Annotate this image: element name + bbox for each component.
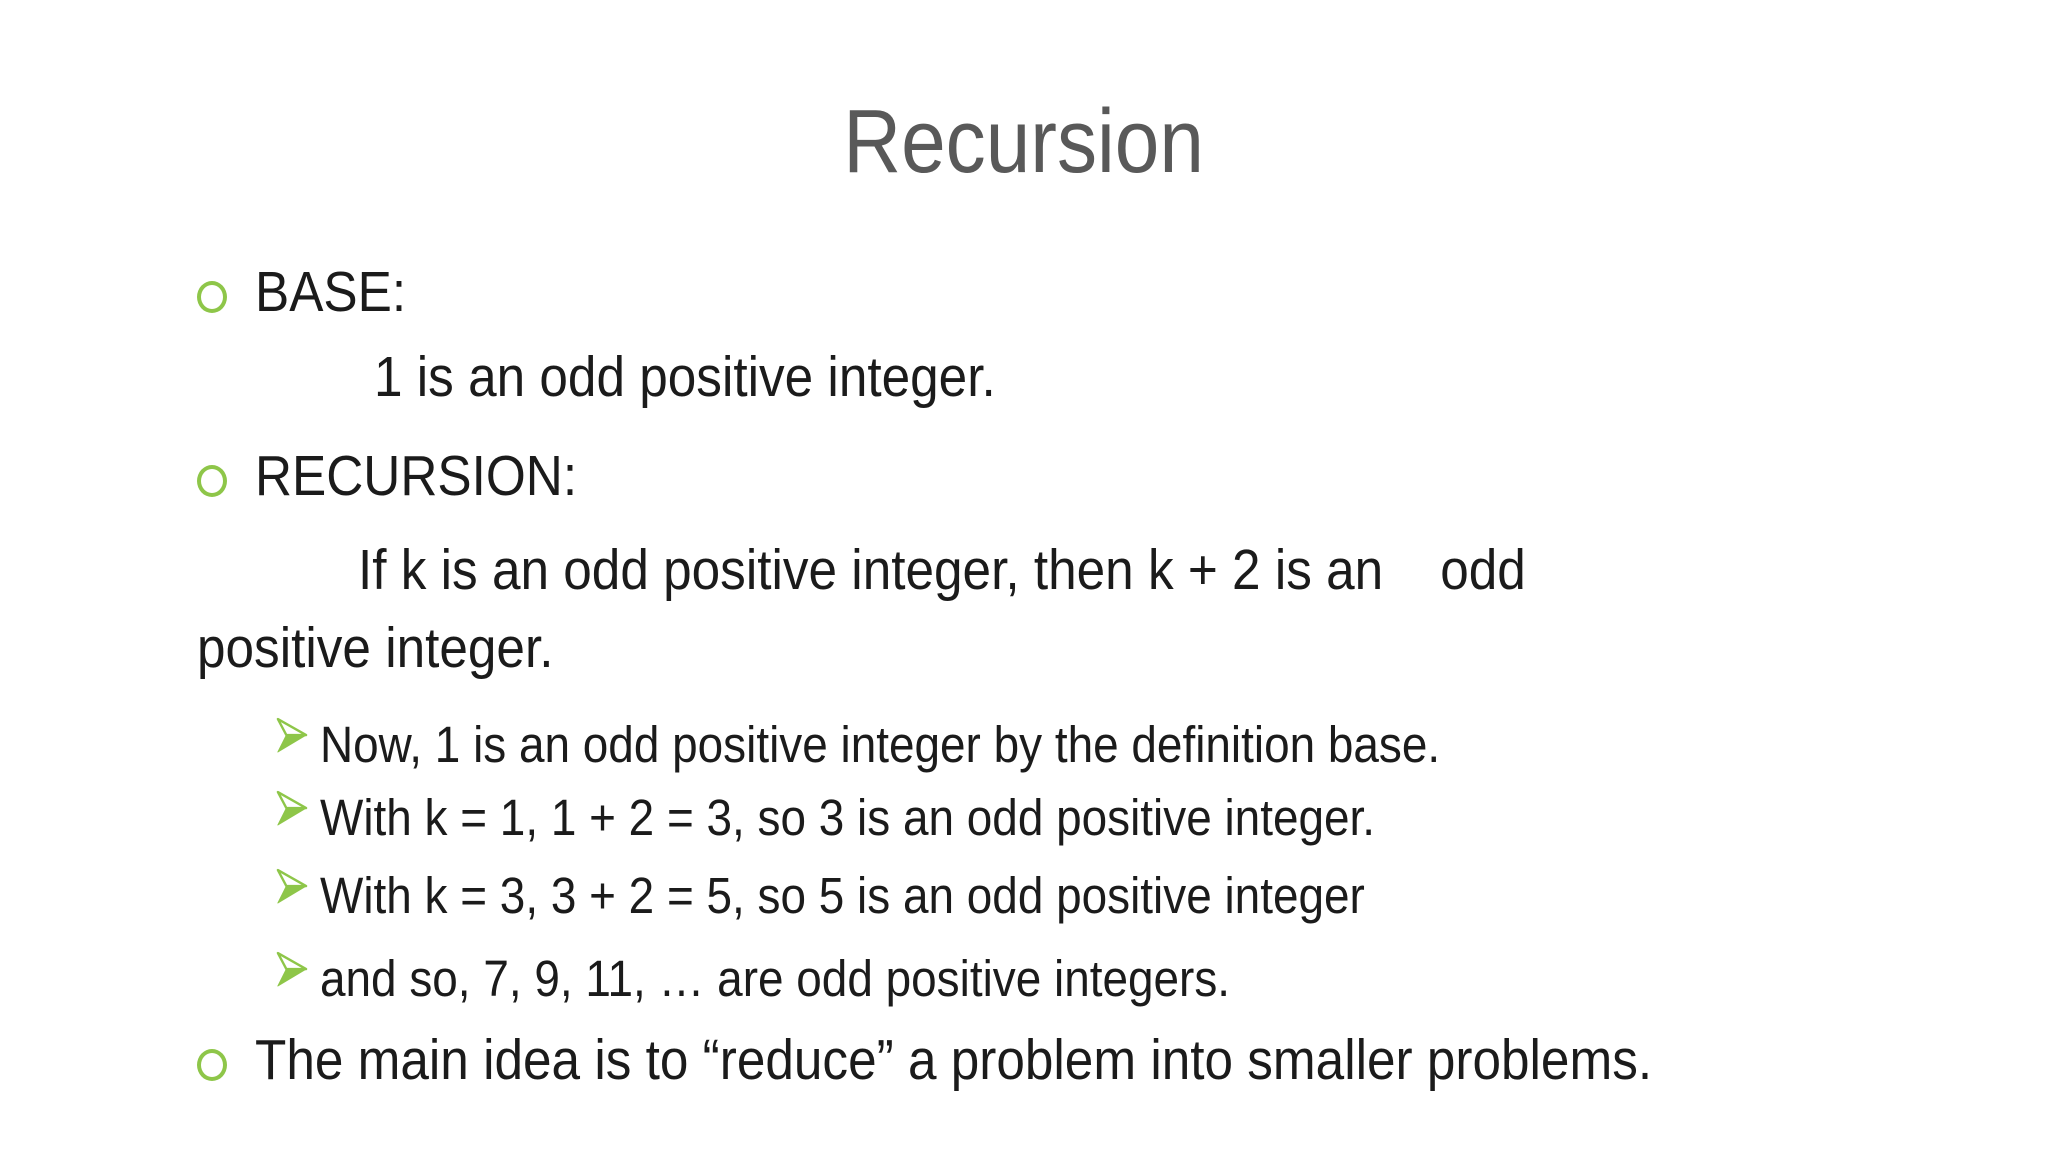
bullet-item-text: BASE:	[255, 260, 407, 324]
slide-title: Recursion	[0, 93, 2048, 192]
circle-bullet-icon	[197, 1049, 227, 1081]
bullet-item-base: BASE:	[197, 258, 423, 326]
circle-bullet-icon	[197, 281, 227, 313]
bullet-item-text: The main idea is to “reduce” a problem i…	[255, 1028, 1653, 1092]
arrow-bullet-icon	[276, 951, 308, 987]
slide-title-text: Recursion	[843, 92, 1205, 192]
bullet-item-recursion: RECURSION:	[197, 442, 613, 510]
bullet-item-recursion-body-line1: If k is an odd positive integer, then k …	[358, 536, 1656, 604]
sub-bullet-item-text: and so, 7, 9, 11, … are odd positive int…	[320, 950, 1231, 1007]
bullet-item-recursion-body-line2: positive integer.	[197, 614, 593, 682]
bullet-item-text: 1 is an odd positive integer.	[374, 345, 996, 409]
arrow-bullet-icon	[276, 868, 308, 904]
sub-bullet-item-now: Now, 1 is an odd positive integer by the…	[276, 714, 1565, 775]
sub-bullet-item-text: With k = 3, 3 + 2 = 5, so 5 is an odd po…	[320, 867, 1365, 924]
bullet-item-text: RECURSION:	[255, 444, 578, 508]
circle-bullet-icon	[197, 465, 227, 497]
bullet-item-text: positive integer.	[197, 616, 554, 680]
bullet-item-text: If k is an odd positive integer, then k …	[358, 538, 1526, 602]
sub-bullet-item-k1: With k = 1, 1 + 2 = 3, so 3 is an odd po…	[276, 787, 1492, 848]
arrow-bullet-icon	[276, 717, 308, 753]
sub-bullet-item-k3: With k = 3, 3 + 2 = 5, so 5 is an odd po…	[276, 865, 1481, 926]
sub-bullet-item-text: With k = 1, 1 + 2 = 3, so 3 is an odd po…	[320, 789, 1376, 846]
arrow-bullet-icon	[276, 790, 308, 826]
sub-bullet-item-and-so: and so, 7, 9, 11, … are odd positive int…	[276, 948, 1331, 1009]
bullet-item-main-idea: The main idea is to “reduce” a problem i…	[197, 1026, 1807, 1094]
bullet-item-base-body: 1 is an odd positive integer.	[374, 343, 1065, 411]
sub-bullet-item-text: Now, 1 is an odd positive integer by the…	[320, 716, 1441, 773]
